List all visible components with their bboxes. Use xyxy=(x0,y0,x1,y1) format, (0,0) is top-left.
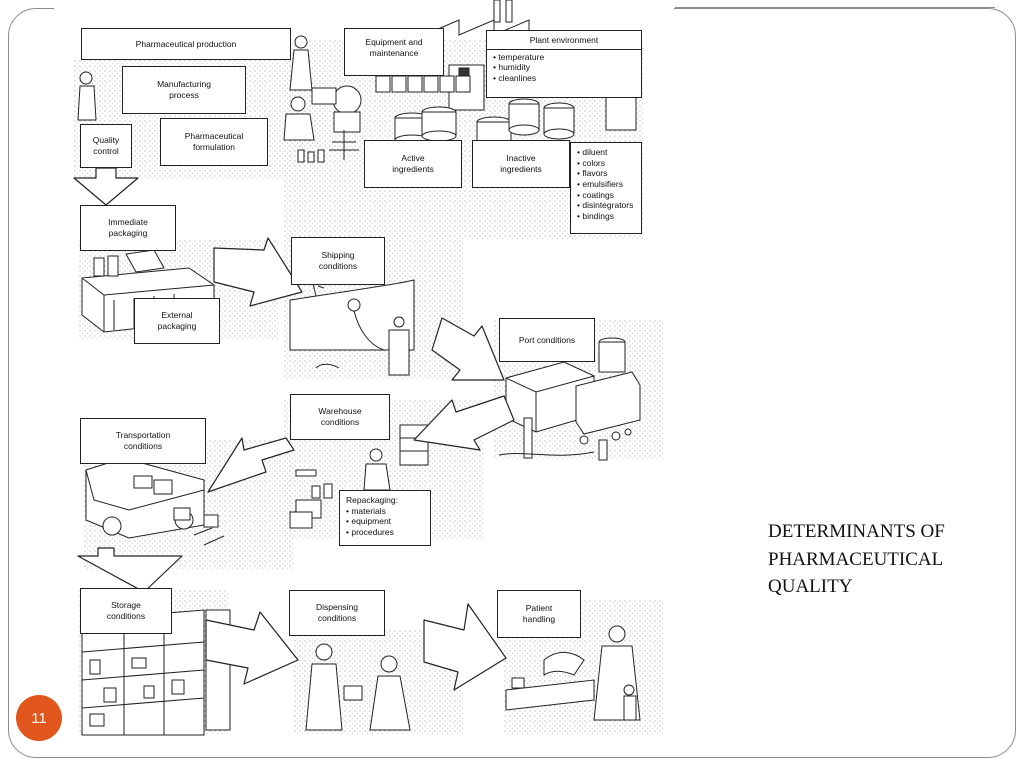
excipient-item: emulsifiers xyxy=(577,179,635,190)
repackaging-title: Repackaging: xyxy=(346,495,398,505)
arrow-packaging-to-shipping xyxy=(213,237,303,307)
plant-env-item: humidity xyxy=(493,62,641,73)
excipient-item: bindings xyxy=(577,211,635,222)
pharmacist-customer-icon xyxy=(305,643,411,731)
plant-env-item: temperature xyxy=(493,52,641,63)
slide-title-line: PHARMACEUTICAL xyxy=(768,548,944,570)
pharmaceutical-production-box: Pharmaceutical production xyxy=(81,28,291,60)
slide-title: DETERMINANTS OF PHARMACEUTICAL QUALITY xyxy=(768,518,998,601)
excipient-item: diluent xyxy=(577,147,635,158)
pharmaceutical-quality-figure: Pharmaceutical production Manufacturing … xyxy=(54,0,674,740)
warehouse-worker-icon xyxy=(289,424,429,529)
external-packaging-box: External packaging xyxy=(134,298,220,344)
excipient-item: flavors xyxy=(577,168,635,179)
quality-control-box: Quality control xyxy=(80,124,132,168)
active-ingredients-box: Active ingredients xyxy=(364,140,462,188)
immediate-packaging-box: Immediate packaging xyxy=(80,205,176,251)
plant-env-item: cleanlines xyxy=(493,73,641,84)
excipient-item: disintegrators xyxy=(577,200,635,211)
plant-environment-title: Plant environment xyxy=(529,35,599,45)
patient-handling-box: Patient handling xyxy=(497,590,581,638)
repackaging-item: procedures xyxy=(346,527,424,538)
excipient-item: coatings xyxy=(577,190,635,201)
flow-arrows xyxy=(73,167,515,691)
inactive-ingredients-box: Inactive ingredients xyxy=(472,140,570,188)
repackaging-item: equipment xyxy=(346,516,424,527)
arrow-shipping-to-port xyxy=(431,317,505,381)
arrow-storage-to-dispensing xyxy=(205,611,299,685)
arrow-port-to-warehouse xyxy=(413,395,515,451)
shipping-conditions-box: Shipping conditions xyxy=(291,237,385,285)
transportation-conditions-box: Transportation conditions xyxy=(80,418,206,464)
storage-conditions-box: Storage conditions xyxy=(80,588,172,634)
lab-workers-icon xyxy=(77,35,362,163)
arrow-qc-to-immediate xyxy=(73,167,139,206)
equipment-maintenance-box: Equipment and maintenance xyxy=(344,28,444,76)
slide-number-badge: 11 xyxy=(16,695,62,741)
repackaging-box: Repackaging: materials equipment procedu… xyxy=(339,490,431,546)
slide-title-line: QUALITY xyxy=(768,576,853,598)
port-conditions-box: Port conditions xyxy=(499,318,595,362)
repackaging-item: materials xyxy=(346,506,424,517)
manufacturing-process-box: Manufacturing process xyxy=(122,66,246,114)
excipient-item: colors xyxy=(577,158,635,169)
excipients-list: diluent colors flavors emulsifiers coati… xyxy=(570,142,642,234)
pharmaceutical-formulation-box: Pharmaceutical formulation xyxy=(160,118,268,166)
dispensing-conditions-box: Dispensing conditions xyxy=(289,590,385,636)
ship-dock-icon xyxy=(289,279,415,376)
arrow-dispensing-to-patient xyxy=(423,603,507,691)
slide-title-line: DETERMINANTS OF xyxy=(768,521,945,542)
patient-scene-icon xyxy=(505,625,641,721)
truck-icon xyxy=(85,457,225,546)
arrow-transport-to-storage xyxy=(77,547,183,593)
plant-environment-box: Plant environment temperature humidity c… xyxy=(486,30,642,98)
top-divider xyxy=(675,7,995,8)
arrow-warehouse-to-transport xyxy=(207,437,295,493)
warehouse-conditions-box: Warehouse conditions xyxy=(290,394,390,440)
slide-number: 11 xyxy=(31,709,47,727)
